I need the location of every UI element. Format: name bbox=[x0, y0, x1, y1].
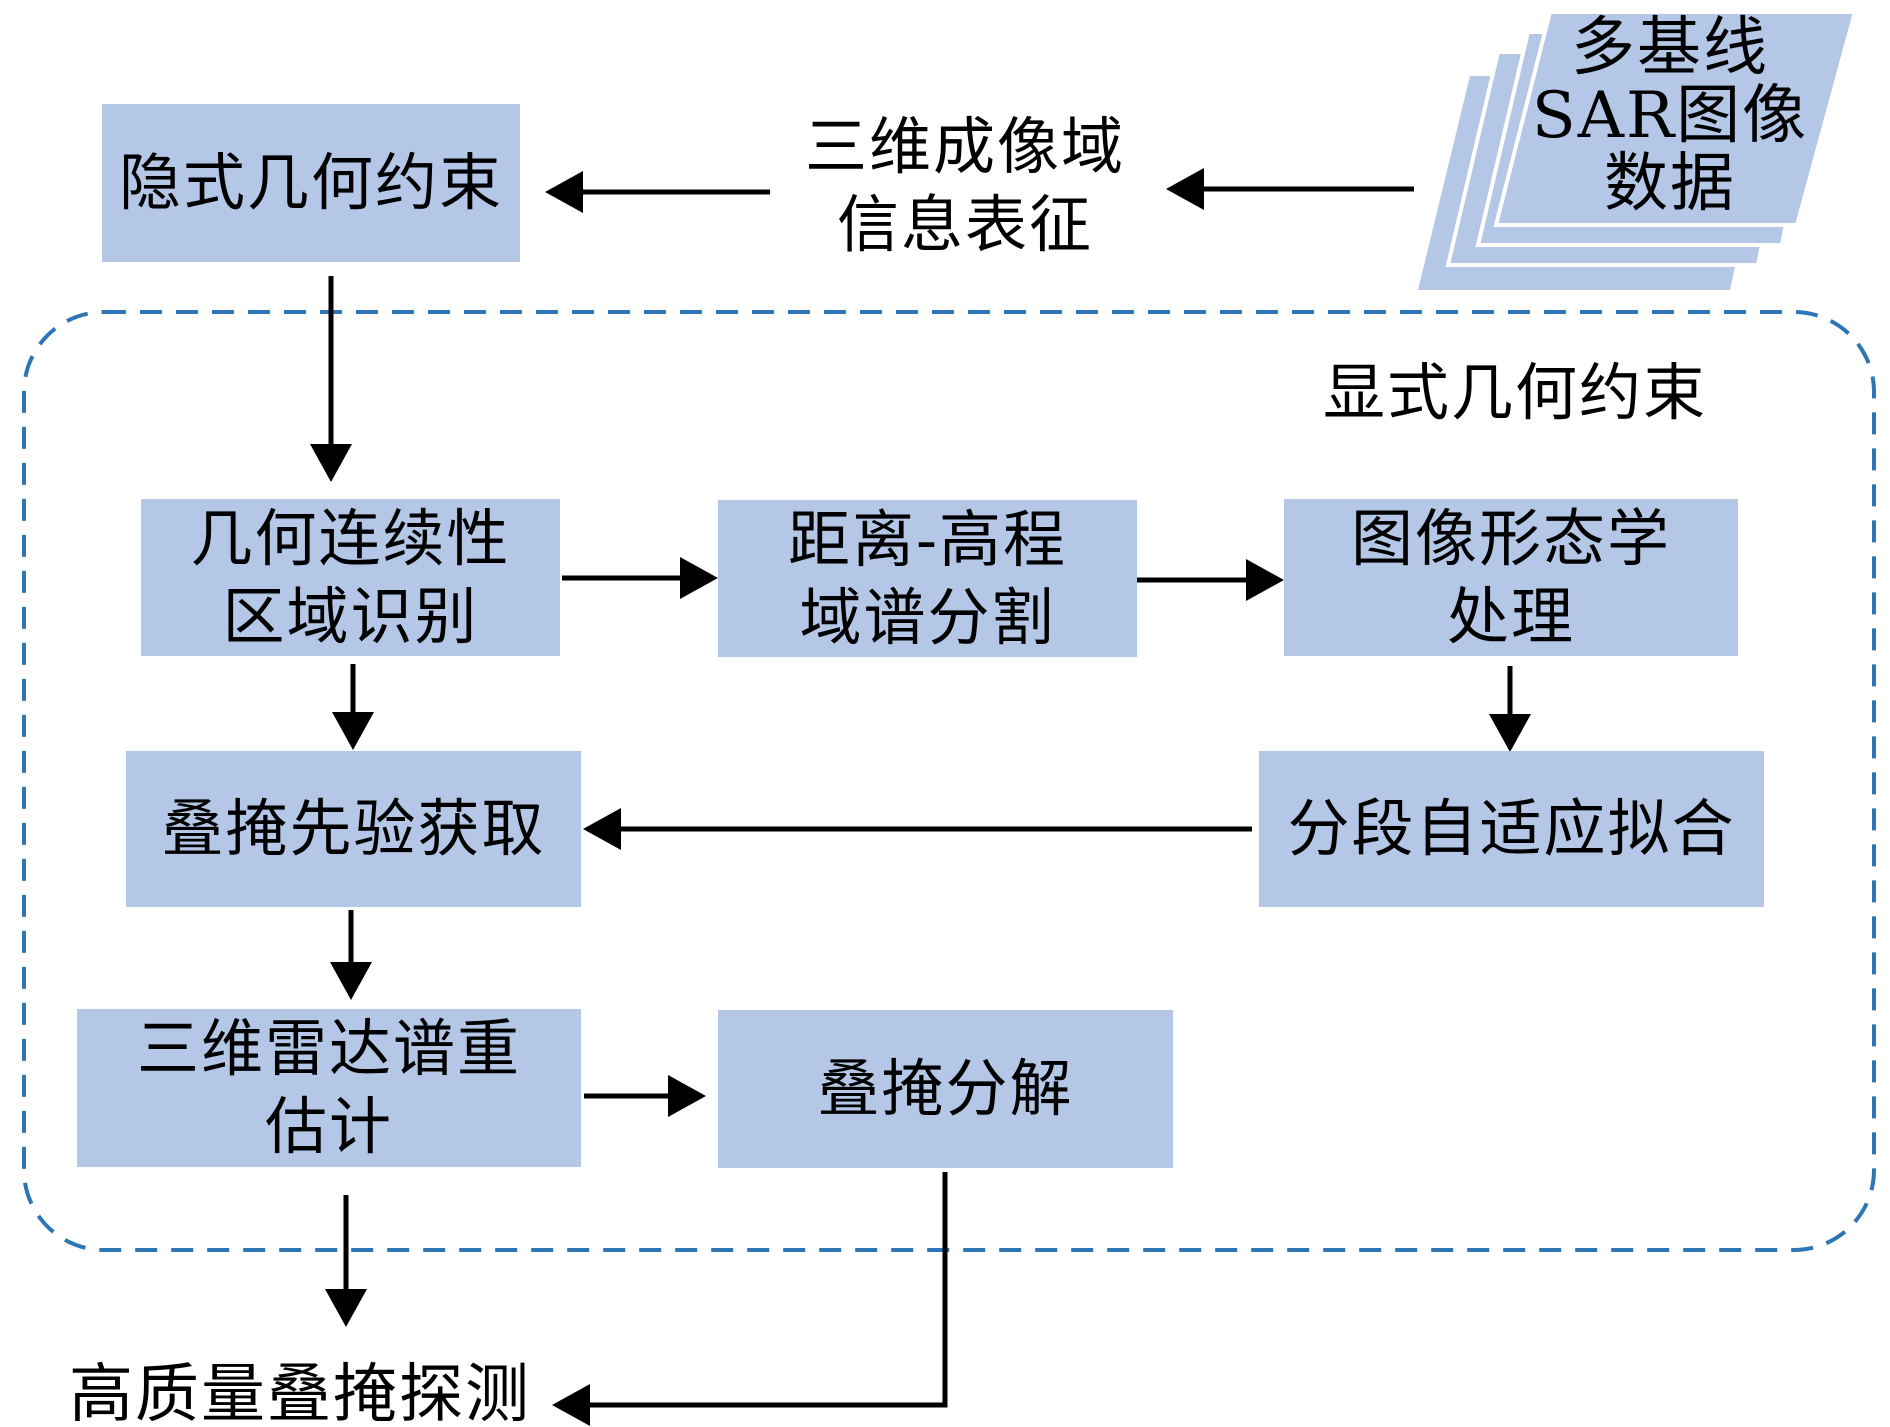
range-height-segmentation-box: 距离-高程 域谱分割 bbox=[718, 500, 1137, 657]
representation-line-2: 信息表征 bbox=[836, 188, 1093, 261]
arrow-reestimation-to-output bbox=[325, 1195, 367, 1327]
segmentation-line-1: 距离-高程 bbox=[788, 502, 1067, 576]
continuity-line-2: 区域识别 bbox=[222, 579, 479, 653]
morphology-line-2: 处理 bbox=[1446, 579, 1575, 653]
spectrum-reestimation-box: 三维雷达谱重 估计 bbox=[77, 1009, 581, 1167]
arrow-representation-to-implicit bbox=[545, 171, 770, 213]
source-line-1: 多基线 bbox=[1571, 11, 1769, 85]
arrow-segmentation-to-morphology bbox=[1137, 559, 1284, 601]
arrow-continuity-to-prior bbox=[332, 664, 374, 750]
morphology-line-1: 图像形态学 bbox=[1350, 501, 1671, 575]
arrow-fitting-to-prior bbox=[583, 808, 1252, 850]
representation-label: 三维成像域 信息表征 bbox=[780, 108, 1150, 264]
arrow-morphology-to-fitting bbox=[1489, 666, 1531, 752]
reestimation-line-1: 三维雷达谱重 bbox=[136, 1012, 521, 1085]
output-label: 高质量叠掩探测 bbox=[69, 1358, 531, 1427]
arrow-implicit-to-continuity bbox=[310, 276, 352, 482]
source-line-3: 数据 bbox=[1604, 147, 1736, 221]
fitting-label: 分段自适应拟合 bbox=[1287, 792, 1736, 865]
arrow-decomposition-to-output bbox=[552, 1172, 948, 1426]
adaptive-fitting-box: 分段自适应拟合 bbox=[1259, 751, 1764, 907]
source-label: 多基线 SAR图像 数据 bbox=[1520, 14, 1820, 218]
decomposition-label: 叠掩分解 bbox=[817, 1052, 1074, 1125]
explicit-constraint-group-border bbox=[22, 310, 1876, 1252]
continuity-region-box: 几何连续性 区域识别 bbox=[141, 499, 560, 656]
reestimation-line-2: 估计 bbox=[264, 1090, 393, 1163]
continuity-line-1: 几何连续性 bbox=[190, 501, 511, 575]
arrow-prior-to-reestimation bbox=[330, 910, 372, 1000]
explicit-group-title: 显式几何约束 bbox=[1322, 356, 1707, 429]
morphology-processing-box: 图像形态学 处理 bbox=[1284, 499, 1738, 656]
source-line-2: SAR图像 bbox=[1531, 79, 1809, 153]
layover-prior-box: 叠掩先验获取 bbox=[126, 751, 581, 907]
representation-line-1: 三维成像域 bbox=[804, 110, 1125, 183]
arrow-continuity-to-segmentation bbox=[562, 557, 718, 599]
segmentation-line-2: 域谱分割 bbox=[799, 580, 1056, 654]
implicit-constraint-label: 隐式几何约束 bbox=[118, 146, 503, 219]
arrow-reestimation-to-decomposition bbox=[584, 1075, 706, 1117]
layover-decomposition-box: 叠掩分解 bbox=[718, 1010, 1173, 1168]
sar-data-stack-icon bbox=[1418, 10, 1858, 290]
implicit-constraint-box: 隐式几何约束 bbox=[102, 104, 520, 262]
arrow-source-to-representation bbox=[1166, 168, 1414, 210]
prior-label: 叠掩先验获取 bbox=[161, 792, 546, 865]
